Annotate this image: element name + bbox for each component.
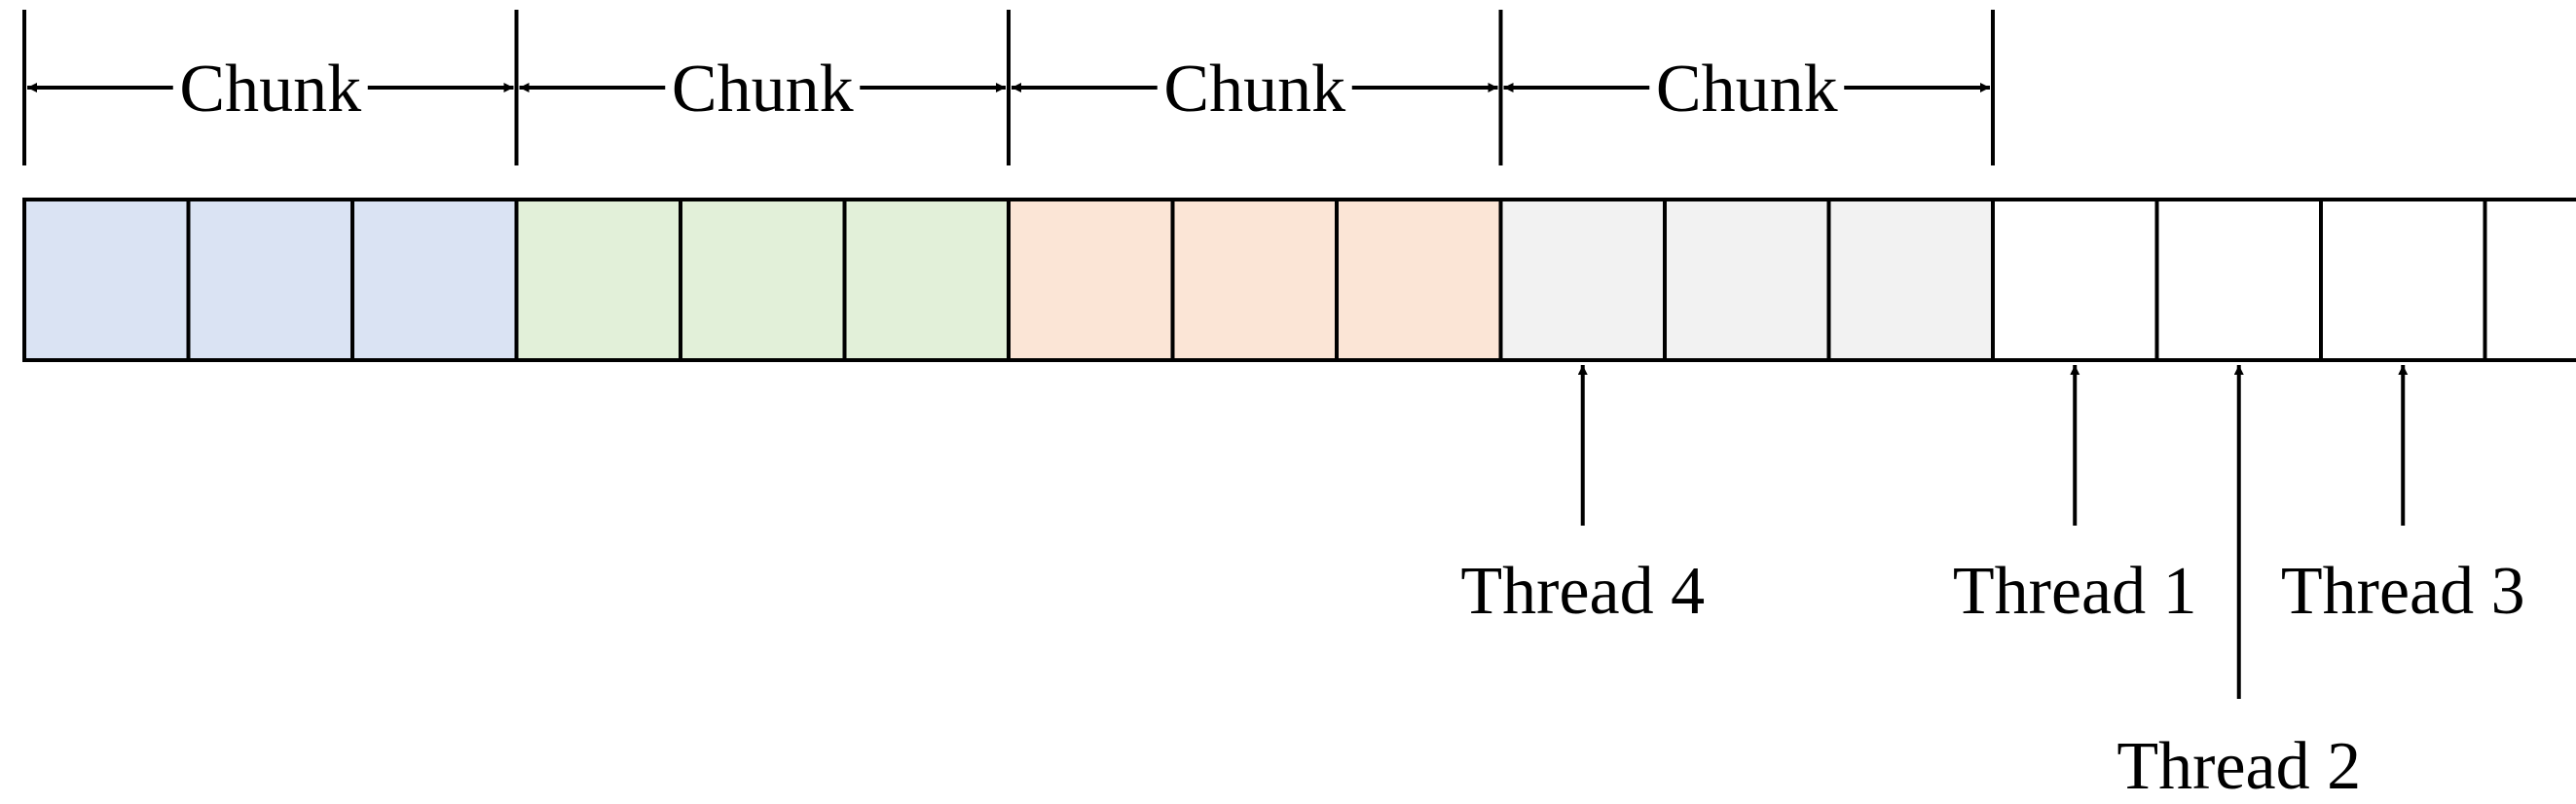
thread-label: Thread 2 bbox=[2116, 729, 2361, 804]
chunk-label: Chunk bbox=[179, 52, 361, 127]
thread-pointer-3: Thread 2 bbox=[2116, 365, 2361, 804]
cell-chunk-4 bbox=[1498, 198, 1667, 362]
thread-pointers: Thread 4 Thread 1 Thread 2 Thread 3 bbox=[1460, 365, 2525, 804]
cell-chunk-1 bbox=[350, 198, 519, 362]
cell-chunk-3 bbox=[1170, 198, 1339, 362]
cell-chunk-4 bbox=[1826, 198, 1995, 362]
cell-chunk-2 bbox=[514, 198, 682, 362]
chunk-bracket-2: Chunk bbox=[514, 10, 1011, 165]
thread-label: Thread 4 bbox=[1460, 554, 1705, 629]
cell-chunk-4 bbox=[1663, 198, 1831, 362]
cell-chunk-2 bbox=[842, 198, 1011, 362]
cell-unassigned bbox=[1991, 198, 2159, 362]
array-cells bbox=[22, 198, 2576, 362]
thread-pointer-2: Thread 1 bbox=[1953, 365, 2197, 629]
thread-label: Thread 1 bbox=[1953, 554, 2197, 629]
thread-pointer-1: Thread 4 bbox=[1460, 365, 1705, 629]
chunk-bracket-3: Chunk bbox=[1007, 10, 1503, 165]
cell-chunk-3 bbox=[1007, 198, 1175, 362]
cell-chunk-1 bbox=[186, 198, 354, 362]
cell-unassigned bbox=[2154, 198, 2323, 362]
thread-label: Thread 3 bbox=[2281, 554, 2525, 629]
cell-unassigned bbox=[2319, 198, 2487, 362]
chunk-label: Chunk bbox=[1656, 52, 1838, 127]
chunk-label: Chunk bbox=[1163, 52, 1345, 127]
thread-pointer-4: Thread 3 bbox=[2281, 365, 2525, 629]
cell-chunk-3 bbox=[1335, 198, 1503, 362]
chunk-bracket-4: Chunk bbox=[1498, 10, 1995, 165]
chunk-label: Chunk bbox=[672, 52, 854, 127]
cell-chunk-1 bbox=[22, 198, 191, 362]
chunk-brackets: Chunk Chunk Chunk Chunk bbox=[22, 10, 1995, 165]
cell-unassigned bbox=[2483, 198, 2576, 362]
chunk-bracket-1: Chunk bbox=[22, 10, 519, 165]
cell-chunk-2 bbox=[679, 198, 847, 362]
